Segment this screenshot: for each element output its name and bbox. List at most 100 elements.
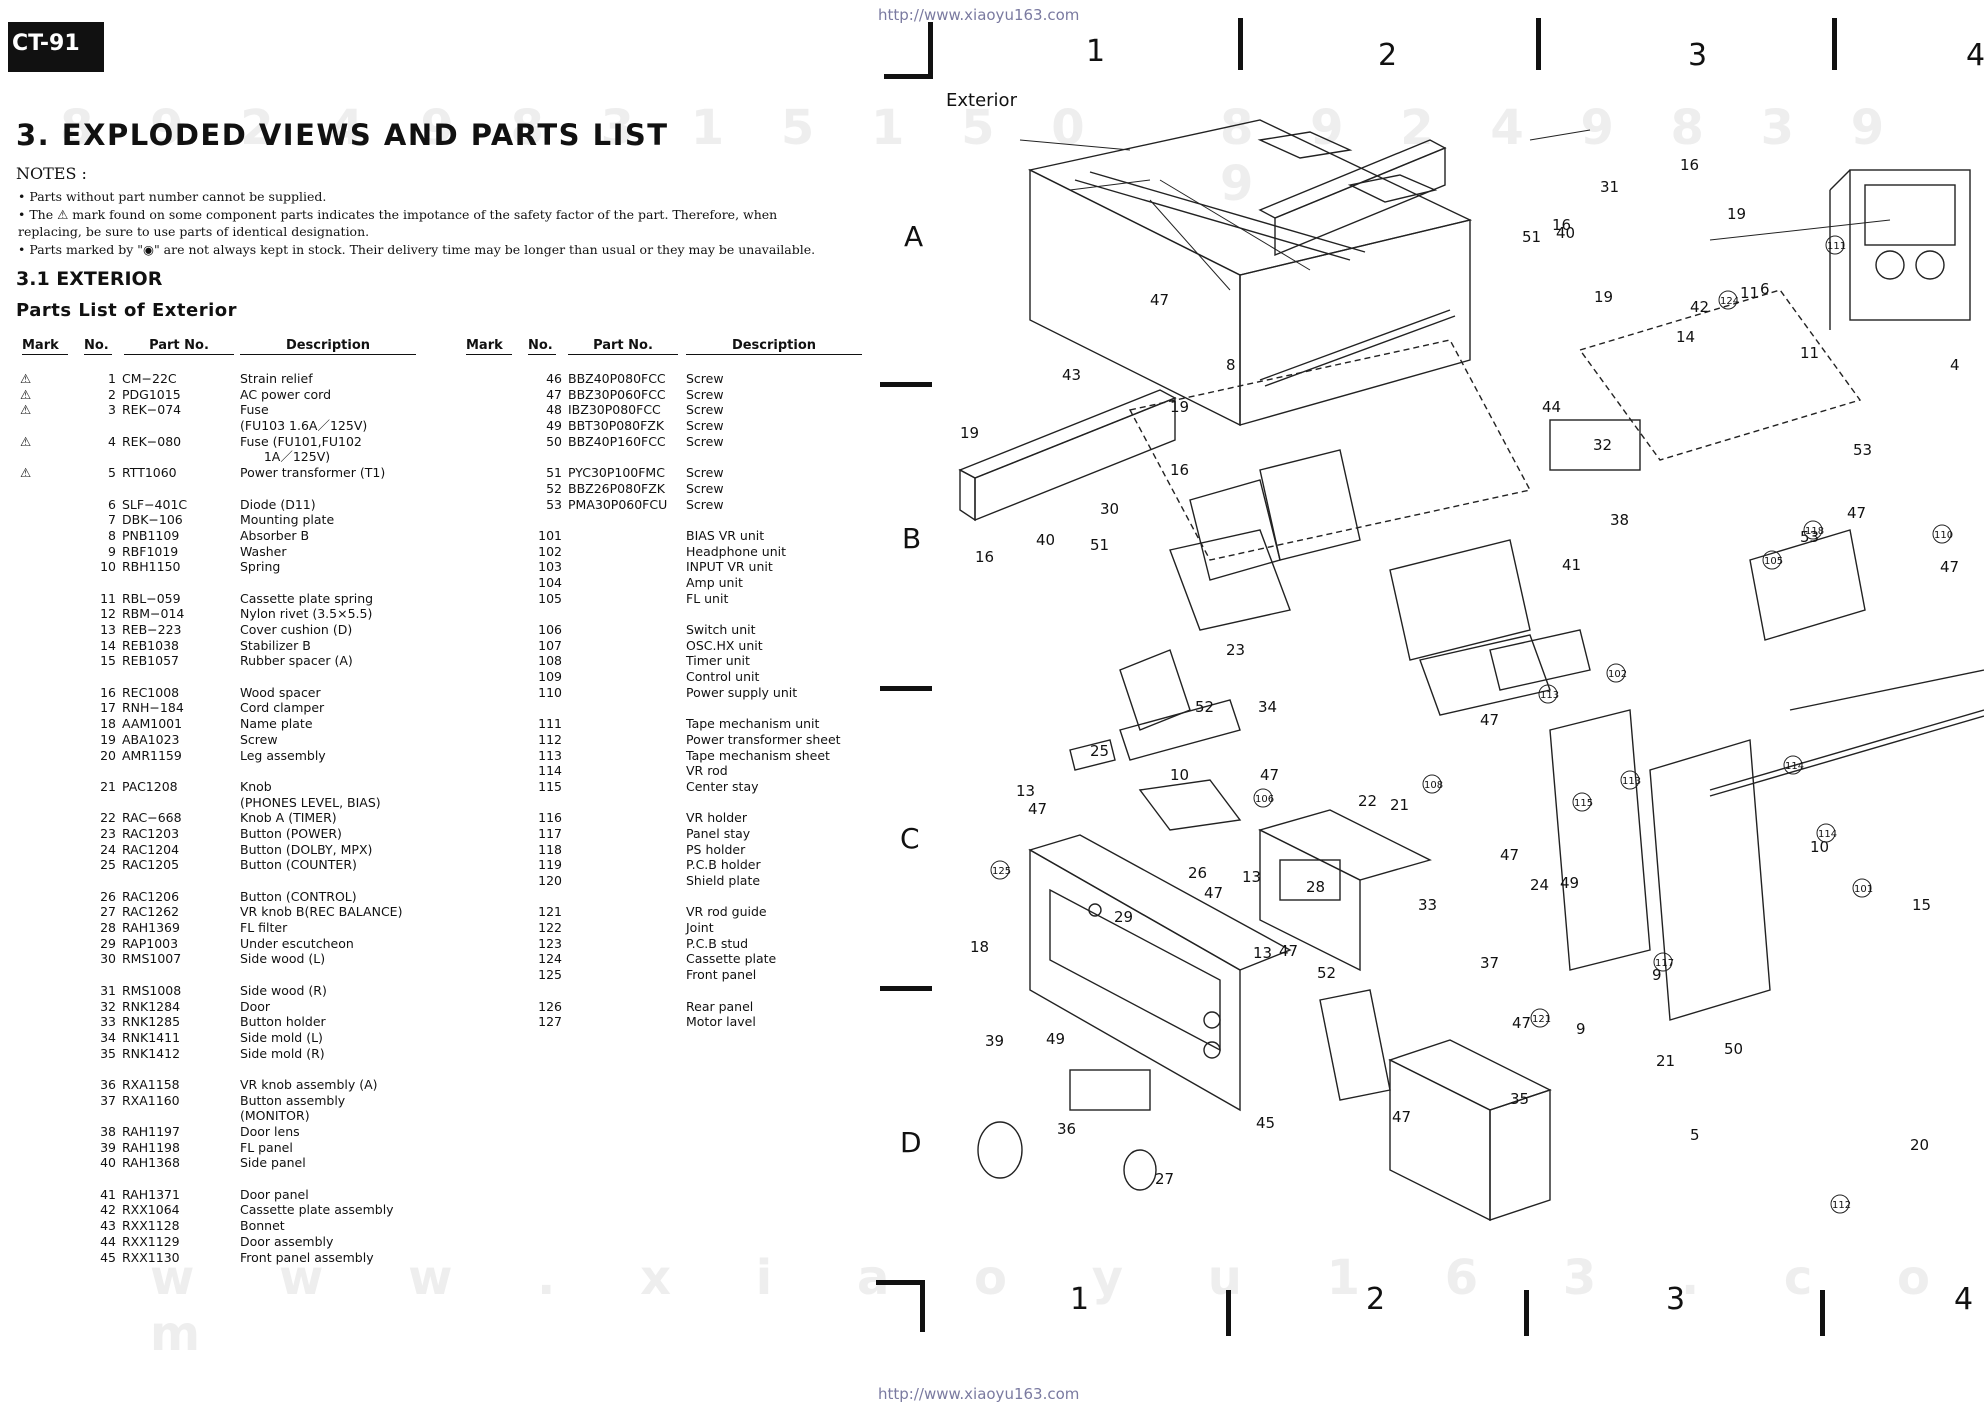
svg-text:16: 16 [1680, 156, 1699, 174]
leader-lines [1019, 129, 1891, 291]
col-header-part: Part No. [568, 338, 678, 355]
cell-description: Cassette plate assembly [240, 1202, 394, 1218]
table-row [466, 700, 886, 716]
svg-text:25: 25 [1090, 742, 1109, 760]
svg-text:42: 42 [1690, 298, 1709, 316]
cell-part-no: ABA1023 [122, 731, 180, 747]
cell-no: 29 [100, 935, 116, 951]
table-row: (PHONES LEVEL, BIAS) [20, 795, 440, 811]
subsection-heading: Parts List of Exterior [16, 300, 238, 321]
cell-no: 23 [100, 825, 116, 841]
svg-text:37: 37 [1480, 954, 1499, 972]
cell-no: 36 [100, 1076, 116, 1092]
cell-description: Screw [686, 465, 724, 481]
cell-mark: ⚠ [20, 402, 32, 418]
door-assembly [1128, 289, 1862, 561]
svg-text:111: 111 [1827, 241, 1846, 252]
cell-no: 105 [538, 590, 562, 606]
cell-part-no: RXX1129 [122, 1233, 180, 1249]
grid-tick [880, 382, 932, 387]
cell-no: 39 [100, 1139, 116, 1155]
cell-part-no: RAP1003 [122, 935, 179, 951]
cell-description: Door assembly [240, 1233, 334, 1249]
svg-text:10: 10 [1810, 838, 1829, 856]
svg-text:49: 49 [1046, 1030, 1065, 1048]
grid-tick [1832, 18, 1837, 70]
cell-part-no: RAC−668 [122, 810, 182, 826]
notes-heading: NOTES : [16, 164, 87, 183]
cell-no: 37 [100, 1092, 116, 1108]
svg-text:38: 38 [1610, 511, 1629, 529]
cell-description: Front panel [686, 967, 757, 983]
cell-part-no: RAC1203 [122, 825, 180, 841]
svg-text:28: 28 [1306, 878, 1325, 896]
note-item: • The ⚠ mark found on some component par… [18, 207, 778, 222]
cell-mark: ⚠ [20, 465, 32, 481]
cell-description: Knob [240, 778, 272, 794]
svg-text:36: 36 [1057, 1120, 1076, 1138]
svg-text:29: 29 [1114, 908, 1133, 926]
cell-description: P.C.B holder [686, 857, 761, 873]
rear-panel [1549, 709, 1771, 1021]
cell-no: 40 [100, 1155, 116, 1171]
url-top[interactable]: http://www.xiaoyu163.com [878, 6, 1080, 24]
front-panel [1028, 834, 1292, 1112]
svg-text:13: 13 [1253, 944, 1272, 962]
svg-text:9: 9 [1652, 966, 1662, 984]
svg-text:26: 26 [1188, 864, 1207, 882]
grid-row-label: C [900, 822, 920, 855]
svg-text:24: 24 [1530, 876, 1549, 894]
note-item: • Parts without part number cannot be su… [18, 189, 327, 204]
cell-no: 6 [108, 496, 116, 512]
side-wood-right [1258, 139, 1447, 257]
table-row [20, 1061, 440, 1077]
cell-description: Screw [686, 480, 724, 496]
cell-part-no: PDG1015 [122, 386, 181, 402]
cell-part-no: RAC1206 [122, 888, 180, 904]
cell-no: 30 [100, 951, 116, 967]
col-header-desc: Description [240, 338, 416, 355]
table-row [20, 873, 440, 889]
watermark: 8 9 2 4 9 8 3 9 9 [1220, 100, 1905, 212]
svg-text:30: 30 [1100, 500, 1119, 518]
cell-description: OSC.HX unit [686, 637, 763, 653]
cell-description: Screw [686, 496, 724, 512]
cell-description: VR knob B(REC BALANCE) [240, 904, 403, 920]
cell-description: (FU103 1.6A／125V) [240, 418, 368, 434]
col-header-mark: Mark [466, 338, 512, 355]
svg-text:118: 118 [1805, 526, 1824, 537]
cell-part-no: RAC1205 [122, 857, 180, 873]
cell-no: 18 [100, 716, 116, 732]
cell-no: 43 [100, 1218, 116, 1234]
cell-part-no: PNB1109 [122, 527, 180, 543]
url-bottom[interactable]: http://www.xiaoyu163.com [878, 1385, 1080, 1403]
svg-text:40: 40 [1556, 224, 1575, 242]
table-row [20, 1171, 440, 1187]
cell-part-no: PYC30P100FMC [568, 465, 665, 481]
cell-no: 31 [100, 982, 116, 998]
svg-text:27: 27 [1155, 1170, 1174, 1188]
cell-description: Switch unit [686, 622, 756, 637]
svg-text:18: 18 [970, 938, 989, 956]
svg-text:52: 52 [1317, 964, 1336, 982]
svg-text:124: 124 [1720, 296, 1739, 307]
cell-no: 111 [538, 716, 562, 732]
cell-part-no: RBL−059 [122, 590, 181, 606]
svg-text:112: 112 [1832, 1200, 1851, 1211]
cell-description: Button (COUNTER) [240, 857, 357, 873]
